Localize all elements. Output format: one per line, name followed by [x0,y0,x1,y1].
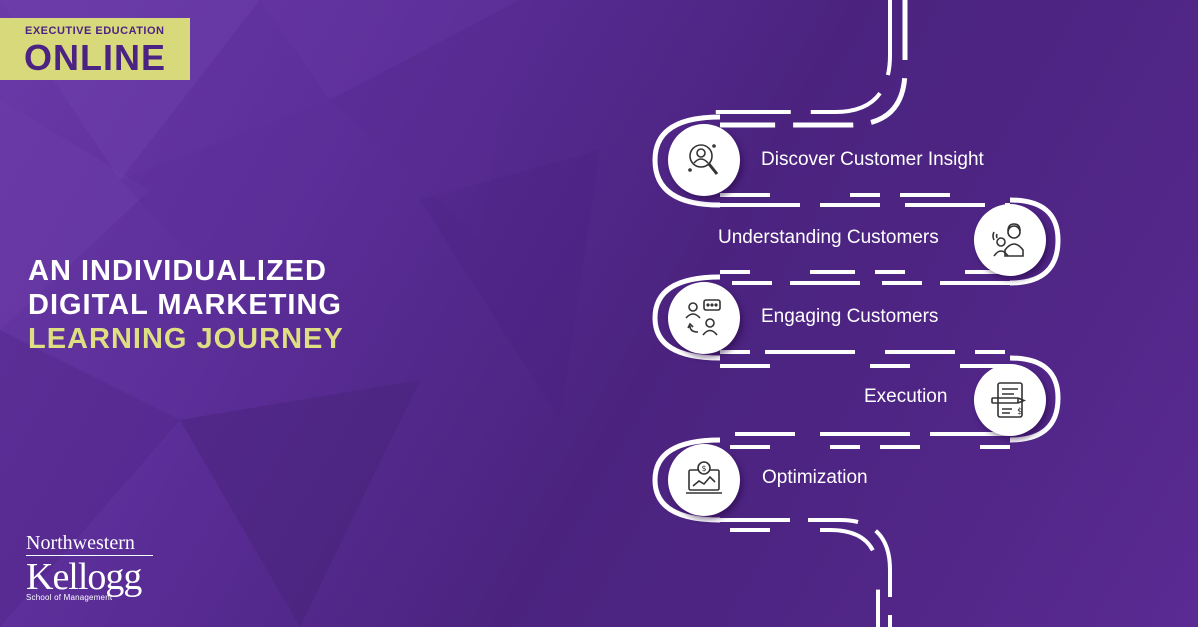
headline: AN INDIVIDUALIZED DIGITAL MARKETING LEAR… [28,254,344,356]
step-2-label: Understanding Customers [718,227,939,248]
step-4-label: Execution [864,386,948,407]
badge-small-text: EXECUTIVE EDUCATION [25,25,165,37]
kellogg-logo: Northwestern Kellogg School of Managemen… [26,532,153,602]
logo-university: Northwestern [26,532,153,556]
laptop-chart-icon: $ [686,461,722,494]
step-3-label: Engaging Customers [761,306,939,327]
step-1-icon-circle [668,124,740,196]
logo-subtitle: School of Management [26,593,113,602]
step-3-icon-circle [668,282,740,354]
step-4-icon-circle: $ [974,364,1046,436]
step-1-label: Discover Customer Insight [761,149,984,170]
step-5-label: Optimization [762,467,868,488]
logo-school: Kellogg [26,556,142,598]
svg-text:$: $ [1017,407,1023,417]
svg-text:$: $ [702,464,707,473]
headline-line-3: LEARNING JOURNEY [28,323,344,355]
step-5-icon-circle: $ [668,444,740,516]
customer-support-icon [992,223,1024,257]
badge-big-text: ONLINE [24,37,167,78]
document-pen-icon: $ [991,382,1027,418]
executive-education-badge: EXECUTIVE EDUCATION ONLINE [0,18,190,80]
step-2-icon-circle [974,204,1046,276]
headline-line-1: AN INDIVIDUALIZED [28,255,327,287]
engagement-icon [685,299,721,336]
customer-insight-icon [688,144,719,175]
headline-line-2: DIGITAL MARKETING [28,289,342,321]
